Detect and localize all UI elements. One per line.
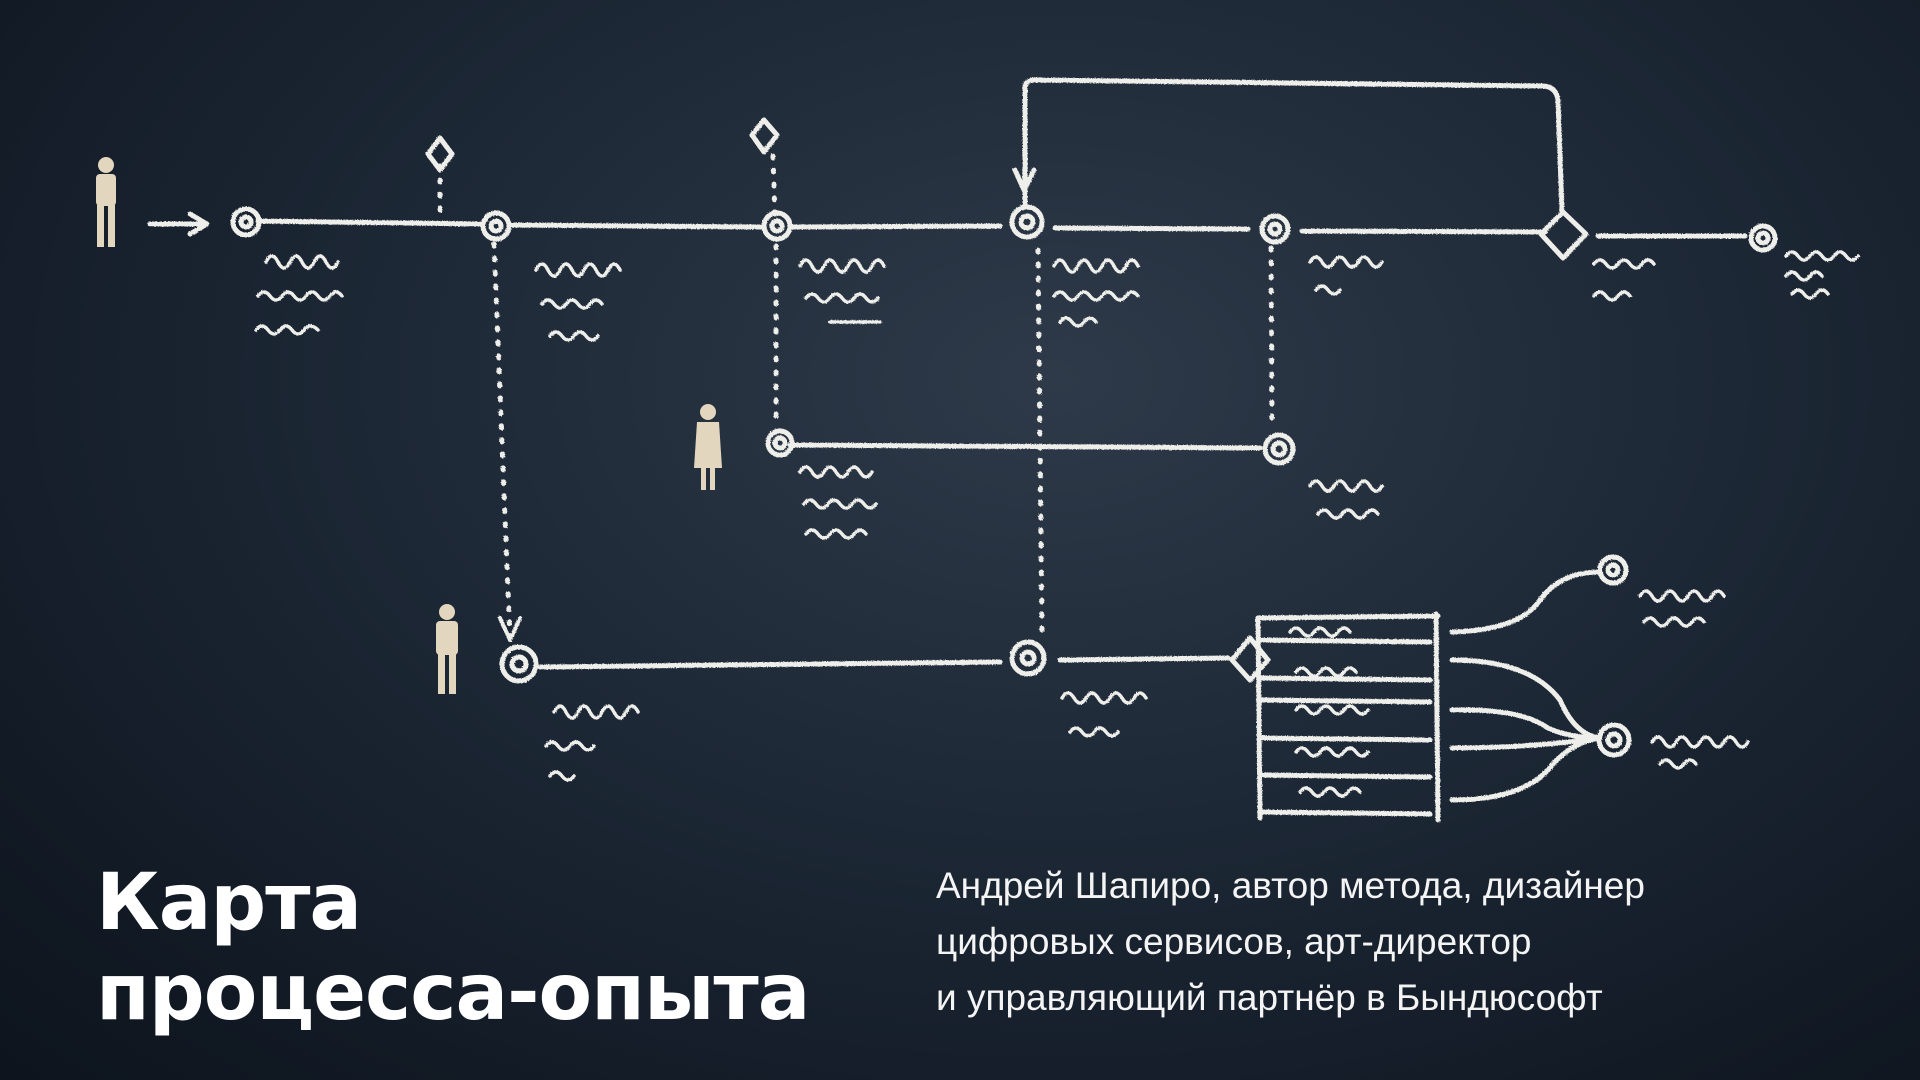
page-title: Карта процесса-опыта: [96, 858, 810, 1038]
person-figurine: [436, 604, 458, 694]
title-line-1: Карта: [96, 858, 362, 948]
caption-line-1: Андрей Шапиро, автор метода, дизайнер: [936, 865, 1645, 906]
bottom-lane: [537, 569, 1603, 823]
caption-line-3: и управляющий партнёр в Бындюсофт: [936, 977, 1603, 1018]
chalk-notes: [254, 250, 1860, 798]
person-figurine: [694, 404, 722, 490]
process-nodes: [230, 204, 1778, 758]
middle-lane: [787, 442, 1263, 451]
title-line-2: процесса-опыта: [96, 948, 810, 1038]
person-figurine: [96, 157, 116, 247]
author-caption: Андрей Шапиро, автор метода, дизайнер ци…: [936, 858, 1645, 1026]
decision-diamonds: [425, 117, 1589, 683]
caption-line-2: цифровых сервисов, арт-директор: [936, 921, 1532, 962]
person-figurines: [96, 157, 722, 694]
dotted-links: [437, 153, 1275, 643]
main-lane: [147, 77, 1748, 239]
